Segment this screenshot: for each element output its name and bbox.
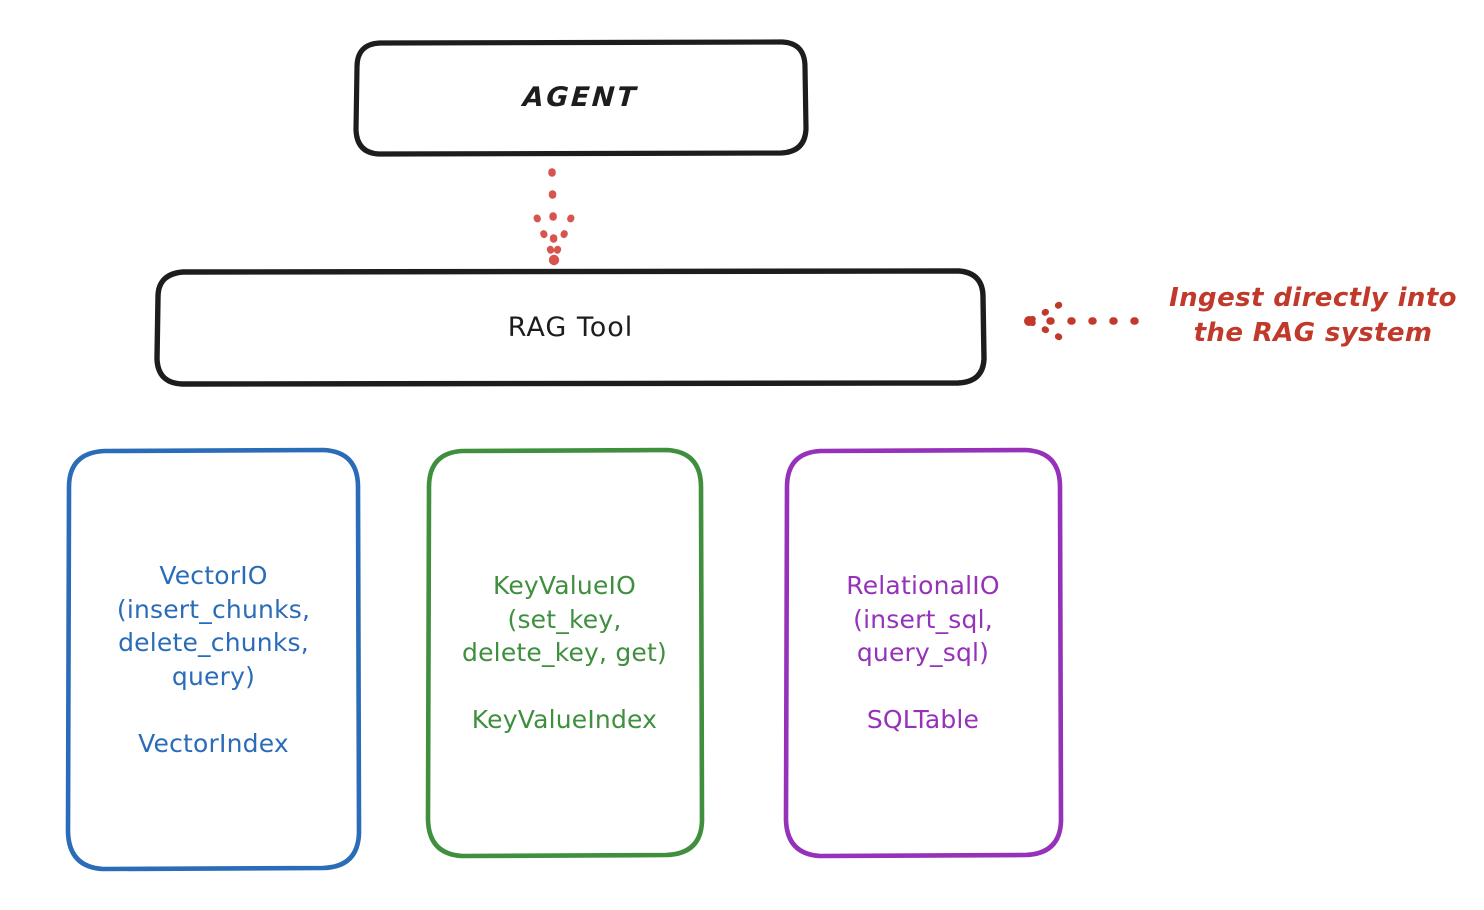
rag-tool-box-outline bbox=[154, 268, 987, 387]
keyvalueio-label: KeyValueIO (set_key, delete_key, get) Ke… bbox=[462, 571, 667, 735]
agent-label: AGENT bbox=[522, 82, 640, 114]
vectorio-box-outline bbox=[65, 447, 362, 872]
agent-node[interactable]: AGENT bbox=[356, 42, 806, 154]
keyvalueio-node[interactable]: KeyValueIO (set_key, delete_key, get) Ke… bbox=[428, 450, 701, 856]
agent-box-outline bbox=[353, 39, 809, 157]
ingest-to-rag-tool-arrow bbox=[1024, 301, 1139, 341]
agent-to-rag-tool-arrow bbox=[533, 168, 575, 266]
ingest-annotation-text: Ingest directly into the RAG system bbox=[1169, 283, 1457, 349]
rag-tool-node[interactable]: RAG Tool bbox=[157, 271, 984, 384]
relationalio-node[interactable]: RelationalIO (insert_sql, query_sql) SQL… bbox=[786, 450, 1060, 856]
vectorio-node[interactable]: VectorIO (insert_chunks, delete_chunks, … bbox=[68, 450, 359, 869]
relationalio-label: RelationalIO (insert_sql, query_sql) SQL… bbox=[846, 571, 1000, 735]
keyvalueio-box-outline bbox=[425, 447, 705, 859]
vectorio-label: VectorIO (insert_chunks, delete_chunks, … bbox=[116, 561, 311, 758]
relationalio-box-outline bbox=[783, 447, 1064, 859]
rag-tool-label: RAG Tool bbox=[507, 311, 634, 343]
